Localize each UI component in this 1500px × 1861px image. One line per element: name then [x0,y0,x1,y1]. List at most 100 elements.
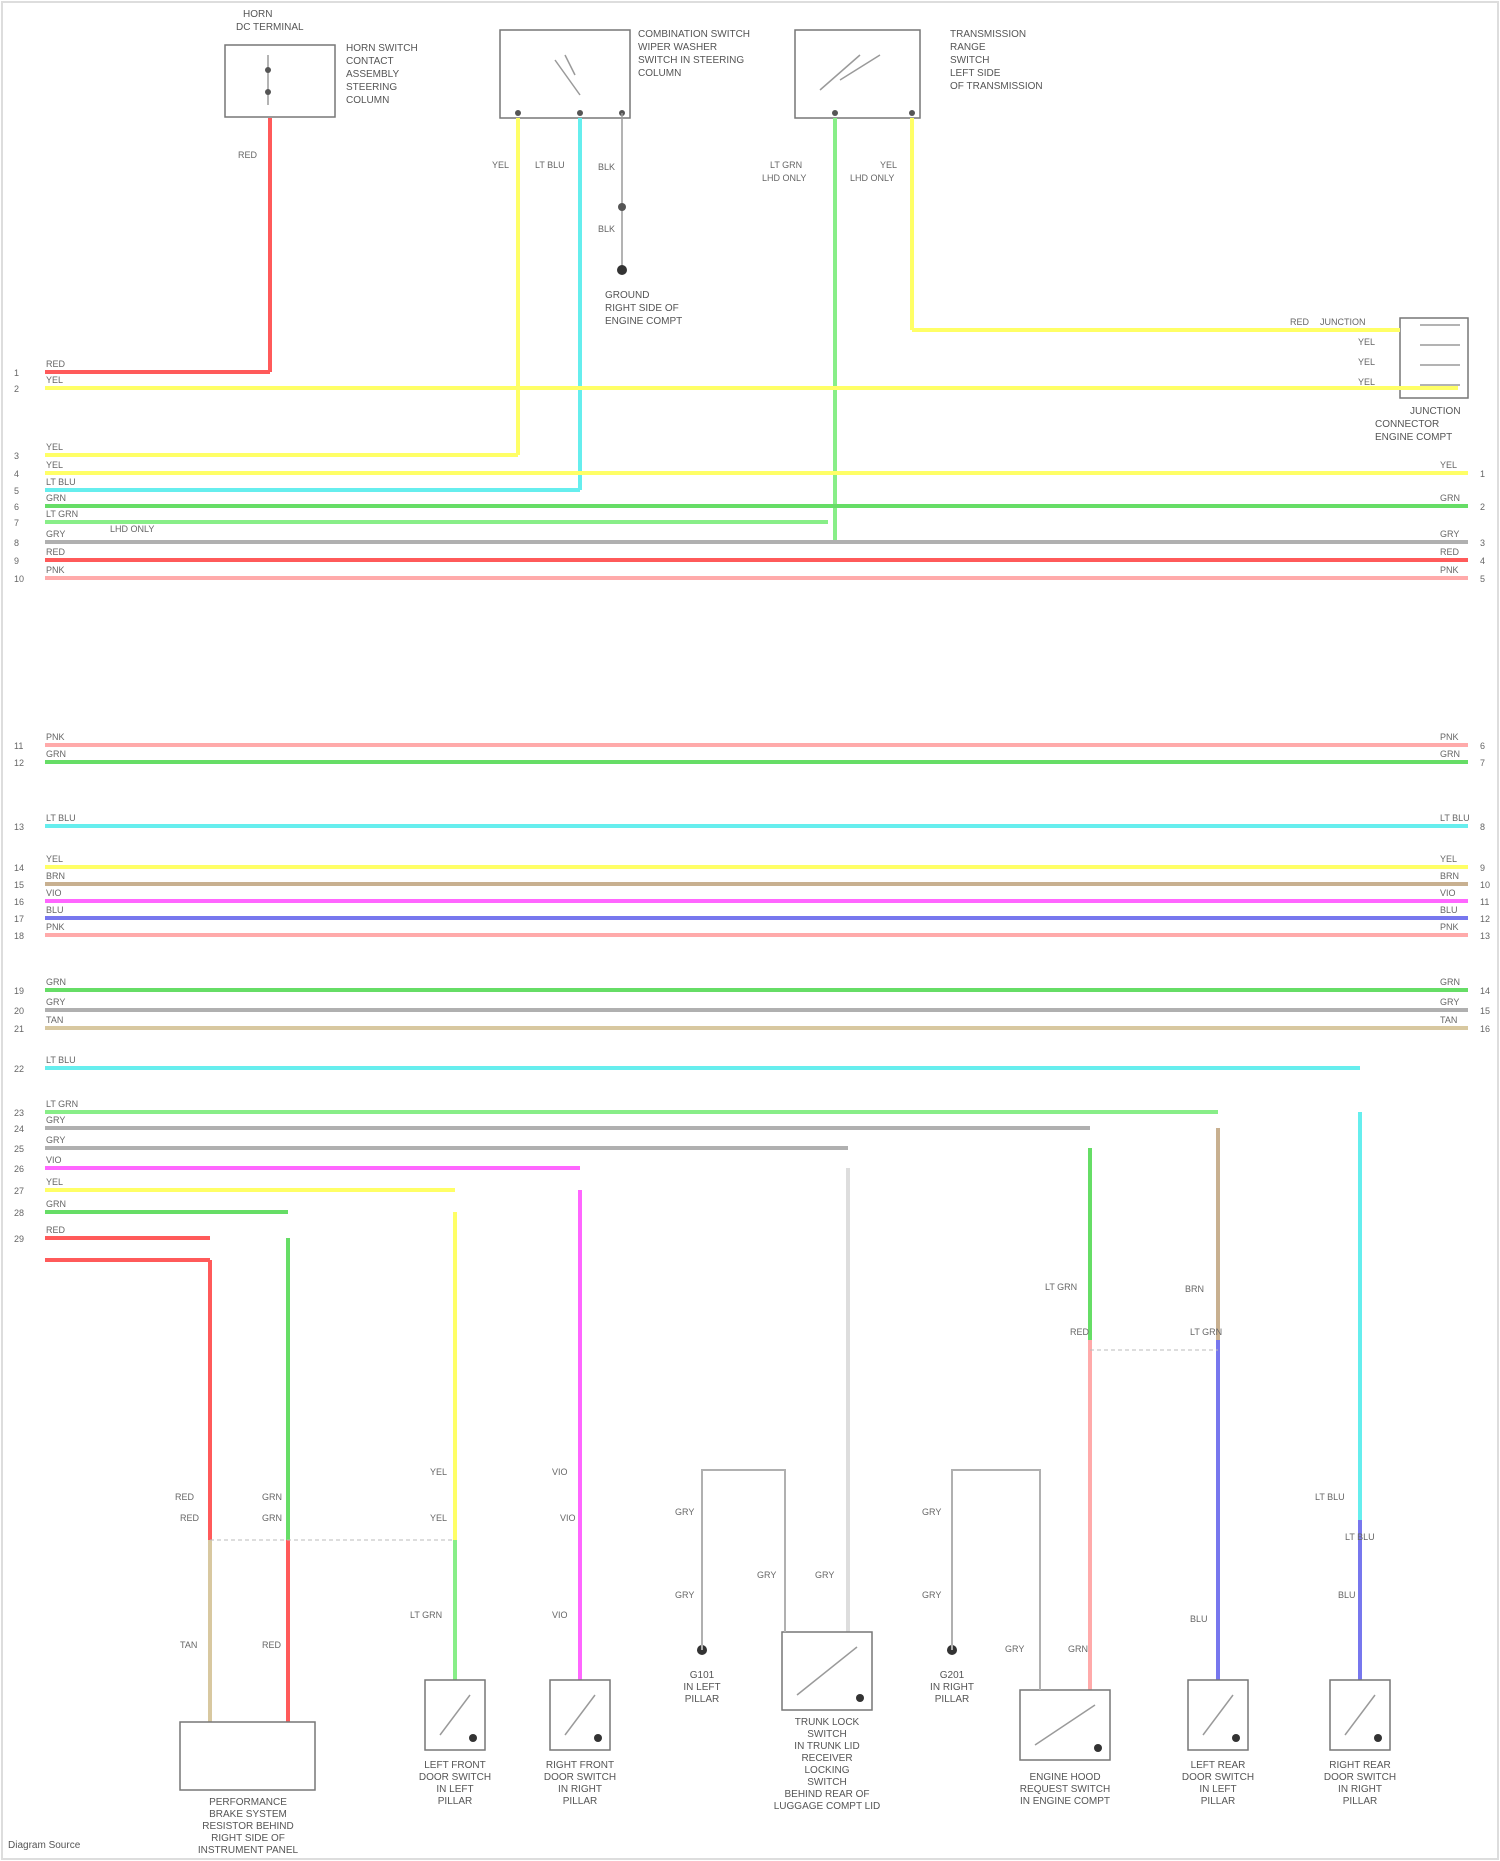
rr_door-ground-icon [1374,1734,1382,1742]
receiver-label-4: INSTRUMENT PANEL [198,1845,299,1856]
trans-desc-4: LEFT SIDE [950,68,1001,79]
lf_door-label-0: LEFT FRONT [424,1760,485,1771]
trunk-label-1: SWITCH [807,1729,846,1740]
transmission-switch-component: TRANSMISSION RANGE SWITCH LEFT SIDE OF T… [795,29,1043,118]
bus-rpin-21: 16 [1480,1024,1490,1034]
bus-label-left-25: GRY [46,1135,65,1145]
bus-label-left-28: GRN [46,1199,66,1209]
combo-blk-label-2: BLK [598,224,615,234]
bus-label-left-16: VIO [46,888,62,898]
bus-rpin-13: 8 [1480,822,1485,832]
trans-ltgrn-sub: LHD ONLY [762,173,806,183]
combo-desc-3: SWITCH IN STEERING [638,55,744,66]
trans-switch-box [795,30,920,118]
bus-pin-23: 23 [14,1108,24,1118]
bus-label-left-13: LT BLU [46,813,76,823]
lr_door-label-2: IN LEFT [1199,1784,1236,1795]
horn-red-label: RED [238,150,258,160]
trunk-label-3: RECEIVER [801,1753,852,1764]
lr_door-ground-icon [1232,1734,1240,1742]
bus-pin-20: 20 [14,1006,24,1016]
bus-pin-4: 4 [14,469,19,479]
ground-desc-2: RIGHT SIDE OF [605,303,679,314]
bus-label-left-26: VIO [46,1155,62,1165]
combo-ground: BLK BLK GROUND RIGHT SIDE OF ENGINE COMP… [598,113,682,327]
combination-switch-component: COMBINATION SWITCH WIPER WASHER SWITCH I… [500,29,750,118]
bus-rpin-11: 6 [1480,741,1485,751]
bus-rpin-4: 1 [1480,469,1485,479]
bus-pin-8: 8 [14,538,19,548]
g2-loop [952,1470,1040,1690]
bus-label-left-17: BLU [46,905,64,915]
receiver-label-3: RIGHT SIDE OF [211,1833,285,1844]
bus-rpin-9: 4 [1480,556,1485,566]
bus-pin-26: 26 [14,1164,24,1174]
lf_door-label-2: IN LEFT [436,1784,473,1795]
hood-label-0: ENGINE HOOD [1029,1772,1100,1783]
bus-label-left-19: GRN [46,977,66,987]
rec-red-label: RED [175,1492,195,1502]
bus-label-right-9: RED [1440,547,1460,557]
gnd2-label-1: IN RIGHT [930,1682,974,1693]
trans-desc-5: OF TRANSMISSION [950,81,1043,92]
rec-red-label-2: RED [180,1513,200,1523]
bus-label-right-12: GRN [1440,749,1460,759]
ground-desc-3: ENGINE COMPT [605,316,682,327]
rr_door-label-2: IN RIGHT [1338,1784,1382,1795]
bus-label-left-14: YEL [46,854,63,864]
bus-label-left-22: LT BLU [46,1055,76,1065]
combo-desc-2: WIPER WASHER [638,42,717,53]
gnd2-label-2: PILLAR [935,1694,969,1705]
bus-pin-19: 19 [14,986,24,996]
receiver-label-0: PERFORMANCE [209,1797,287,1808]
gnd1-label-2: PILLAR [685,1694,719,1705]
bus-label-left-4: YEL [46,460,63,470]
rec-grn-label-2: GRN [262,1513,282,1523]
rr_door-label-1: DOOR SWITCH [1324,1772,1396,1783]
junction-desc-1: JUNCTION [1410,406,1461,417]
rr-blu-label: BLU [1338,1590,1356,1600]
horn-desc-4: STEERING [346,82,397,93]
g1-loop [702,1470,785,1650]
junction-red-label: RED [1290,317,1310,327]
bus-pin-11: 11 [14,741,23,751]
gnd1-label-1: IN LEFT [683,1682,720,1693]
trunk-ground-icon [856,1694,864,1702]
bus-label-left-1: RED [46,359,66,369]
bus-pin-1: 1 [14,368,19,378]
bus-label-left-8: GRY [46,529,65,539]
ground-desc-1: GROUND [605,290,649,301]
g1-gry-label: GRY [675,1507,694,1517]
trans-ltgrn-label: LT GRN [770,160,802,170]
bus-pin-2: 2 [14,384,19,394]
combo-desc-4: COLUMN [638,68,681,79]
bus-pin-28: 28 [14,1208,24,1218]
rr_door-label-3: PILLAR [1343,1796,1377,1807]
combo-ltblu-label: LT BLU [535,160,565,170]
rr-ltblu-label: LT BLU [1315,1492,1345,1502]
lf_door-ground-icon [469,1734,477,1742]
bus-pin-6: 6 [14,502,19,512]
trans-pin1-icon [832,110,838,116]
lf-yel-label-2: YEL [430,1513,447,1523]
bus-label-right-18: PNK [1440,922,1459,932]
bus-label-right-20: GRY [1440,997,1459,1007]
bus-label-right-16: VIO [1440,888,1456,898]
horn-desc-1: HORN SWITCH [346,43,418,54]
bus-label-left-20: GRY [46,997,65,1007]
bus-rpin-20: 15 [1480,1006,1490,1016]
bus-rpin-15: 10 [1480,880,1490,890]
bus-label-right-21: TAN [1440,1015,1457,1025]
bus-label-right-4: YEL [1440,460,1457,470]
vertical-wires [45,118,1400,1730]
lr_door-label-3: PILLAR [1201,1796,1235,1807]
bus-label-left-3: YEL [46,442,63,452]
rf-vio-label: VIO [552,1467,568,1477]
bus-label-right-15: BRN [1440,871,1459,881]
g2-gry-label: GRY [922,1507,941,1517]
rf_door-label-2: IN RIGHT [558,1784,602,1795]
bus-label-right-19: GRN [1440,977,1460,987]
trans-desc-3: SWITCH [950,55,989,66]
